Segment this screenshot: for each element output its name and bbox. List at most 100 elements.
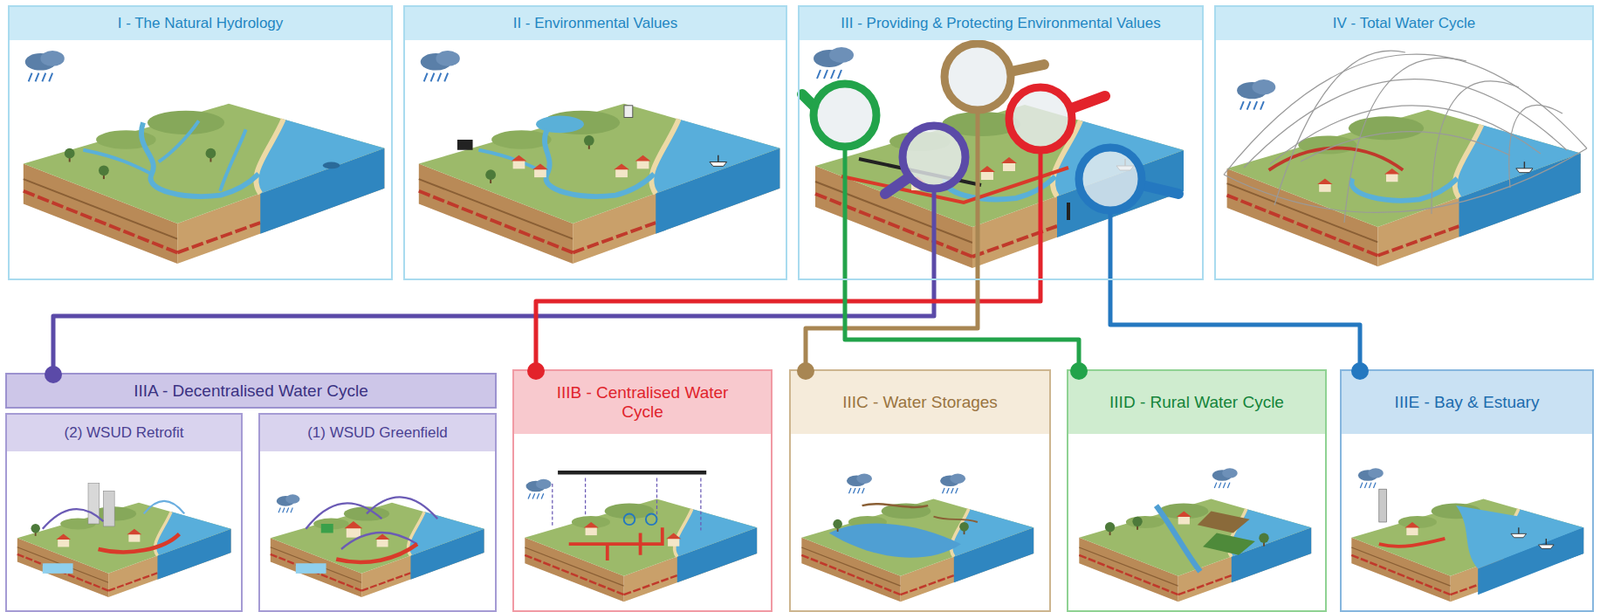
water-cycle-dome xyxy=(1300,131,1511,162)
sub-panel: (2) WSUD Retrofit xyxy=(5,412,243,612)
environmental-values-illustration xyxy=(478,150,547,174)
water-storages-illustration xyxy=(832,519,843,532)
centralised-illustration xyxy=(583,521,599,536)
environmental-values-illustration xyxy=(583,135,595,150)
magnifier-glass xyxy=(902,125,966,189)
connector xyxy=(844,280,1088,380)
group-panel: IIIA - Decentralised Water Cycle (2) WSUD… xyxy=(5,372,497,612)
rural-water-cycle-illustration xyxy=(1202,533,1256,556)
panel: IV - Total Water Cycle xyxy=(1214,5,1594,281)
panel-title: III - Providing & Protecting Environment… xyxy=(840,14,1161,33)
providing-protecting-illustration xyxy=(979,165,996,180)
header-band: IIIB - Centralised Water Cycle xyxy=(514,370,771,434)
panel-title: I - The Natural Hydrology xyxy=(117,14,284,33)
rural-water-cycle-illustration xyxy=(1078,467,1312,602)
total-water-cycle-illustration xyxy=(1516,161,1533,172)
natural-hydrology-illustration xyxy=(141,122,259,197)
magnifier-glass xyxy=(944,43,1011,110)
environmental-values-illustration xyxy=(709,155,728,167)
connector xyxy=(44,280,934,384)
rural-water-cycle-illustration xyxy=(1078,499,1312,603)
water-cycle-dome xyxy=(1223,54,1587,175)
wsud-greenfield-illustration xyxy=(276,494,301,513)
providing-protecting-illustration xyxy=(858,158,982,186)
magnifier-glass xyxy=(813,83,877,147)
wsud-retrofit-illustration xyxy=(144,501,185,515)
magnifier-glass xyxy=(1071,96,1106,109)
bay-estuary-illustration xyxy=(1379,538,1446,547)
wsud-retrofit-illustration xyxy=(17,502,232,598)
natural-hydrology-illustration xyxy=(23,103,385,264)
rural-water-cycle-illustration xyxy=(1132,516,1142,530)
wsud-retrofit-illustration xyxy=(55,534,71,548)
connector-dot xyxy=(1351,362,1369,380)
magnifier-stubs xyxy=(844,109,1111,281)
panel: IIIE - Bay & Estuary xyxy=(1339,369,1594,612)
centralised-illustration xyxy=(557,470,707,474)
environmental-values-illustration xyxy=(418,50,781,264)
total-water-cycle-illustration xyxy=(1269,147,1404,170)
wsud-greenfield-illustration xyxy=(343,521,363,538)
header-band: (2) WSUD Retrofit xyxy=(6,414,241,452)
panel-title: IIIA - Decentralised Water Cycle xyxy=(133,381,369,401)
environmental-values-illustration xyxy=(511,155,528,170)
magnifier-glass xyxy=(1078,147,1142,211)
water-cycle-dome xyxy=(1509,104,1563,188)
water-cycle-dome xyxy=(1223,148,1587,213)
wsud-greenfield-illustration xyxy=(305,496,438,550)
water-cycle-dome xyxy=(1431,81,1519,214)
panel-title: IIIC - Water Storages xyxy=(842,392,998,413)
environmental-values-illustration xyxy=(420,50,461,82)
water-cycle-dome xyxy=(1270,105,1541,165)
magnifier-glass xyxy=(802,43,1179,211)
connector-dot xyxy=(1070,362,1088,380)
panel: III - Providing & Protecting Environment… xyxy=(797,5,1204,281)
water-storages-illustration xyxy=(959,521,969,535)
header-band: IIIA - Decentralised Water Cycle xyxy=(5,372,497,409)
wsud-greenfield-illustration xyxy=(270,502,485,598)
total-water-cycle-illustration xyxy=(1236,79,1276,110)
bay-estuary-illustration xyxy=(1538,538,1555,549)
natural-hydrology-illustration xyxy=(82,120,246,191)
providing-protecting-illustration xyxy=(1116,158,1134,171)
environmental-values-illustration xyxy=(613,163,630,178)
sub-panel: (1) WSUD Greenfield xyxy=(258,412,497,612)
header-band: IV - Total Water Cycle xyxy=(1215,6,1593,41)
magnifier-stubs xyxy=(1038,150,1044,281)
centralised-illustration xyxy=(645,514,658,526)
bay-estuary-illustration xyxy=(1351,467,1584,602)
centralised-illustration xyxy=(569,527,663,561)
connector-line xyxy=(1110,280,1360,370)
panel-title: IIID - Rural Water Cycle xyxy=(1109,392,1285,413)
environmental-values-illustration xyxy=(535,116,584,134)
wsud-greenfield-illustration xyxy=(321,523,334,533)
water-storages-illustration xyxy=(846,473,873,495)
rural-water-cycle-illustration xyxy=(1197,510,1250,533)
connector-line xyxy=(535,280,1041,370)
header-band: II - Environmental Values xyxy=(405,6,786,41)
centralised-illustration xyxy=(552,478,701,531)
panel: IIIC - Water Storages xyxy=(789,369,1051,612)
water-cycle-dome xyxy=(1344,57,1467,223)
water-storages-illustration xyxy=(801,473,1034,603)
natural-hydrology-illustration xyxy=(206,148,217,163)
providing-protecting-illustration xyxy=(813,47,854,79)
total-water-cycle-illustration xyxy=(1351,178,1457,200)
natural-hydrology-illustration xyxy=(23,50,385,264)
wsud-greenfield-illustration xyxy=(375,534,391,548)
panel: IIIB - Centralised Water Cycle xyxy=(512,369,773,612)
panel-title: IV - Total Water Cycle xyxy=(1332,14,1476,33)
centralised-illustration xyxy=(526,479,552,500)
rural-water-cycle-illustration xyxy=(1212,467,1238,488)
magnifier-glass xyxy=(885,178,908,194)
connector-line xyxy=(844,280,1079,370)
connector-dot xyxy=(796,362,815,380)
wsud-greenfield-illustration xyxy=(270,494,485,598)
natural-hydrology-illustration xyxy=(64,148,76,163)
providing-protecting-illustration xyxy=(1066,202,1071,220)
bay-estuary-illustration xyxy=(1477,527,1584,595)
wsud-retrofit-illustration xyxy=(127,528,143,543)
panel: I - The Natural Hydrology xyxy=(7,5,393,281)
environmental-values-illustration xyxy=(532,163,549,178)
environmental-values-illustration xyxy=(544,129,654,197)
